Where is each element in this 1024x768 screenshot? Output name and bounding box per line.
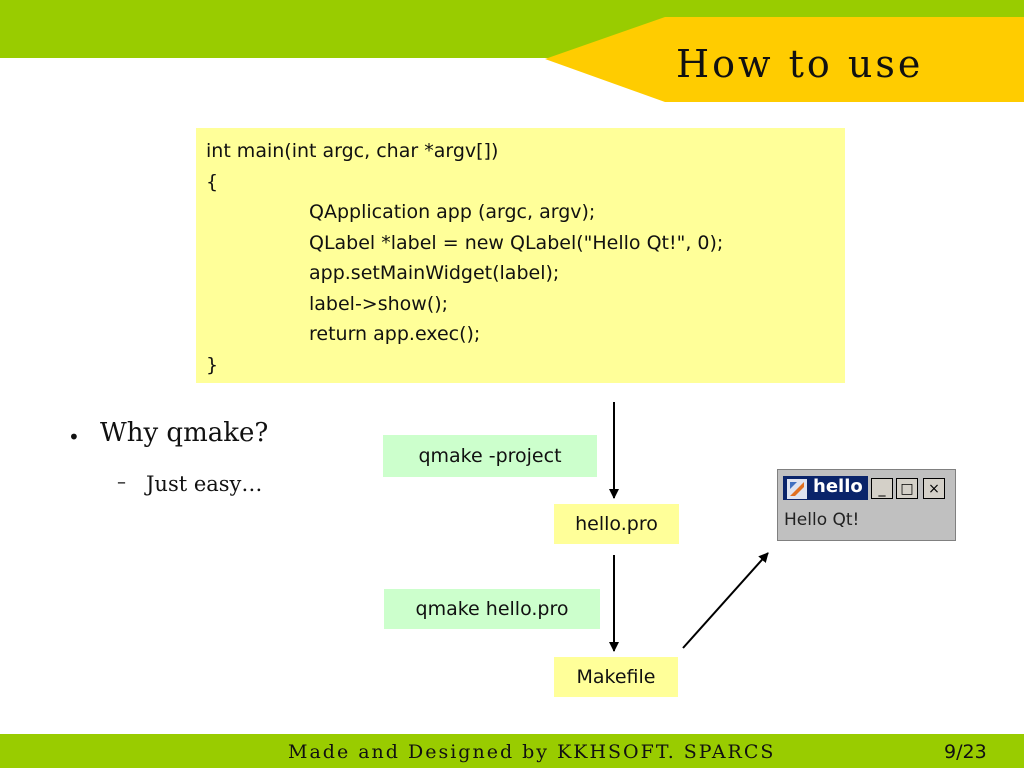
command-qmake-project: qmake -project xyxy=(383,435,597,477)
code-line: QApplication app (argc, argv); xyxy=(309,201,596,223)
code-line: QLabel *label = new QLabel("Hello Qt!", … xyxy=(309,231,724,254)
sub-bullet-icon: – xyxy=(117,472,126,493)
window-title: hello xyxy=(813,476,863,497)
file-hello-pro: hello.pro xyxy=(554,504,679,544)
hello-label: Hello Qt! xyxy=(784,510,860,530)
command-qmake-hello-pro: qmake hello.pro xyxy=(384,589,600,629)
bullet-icon: • xyxy=(68,425,80,449)
bullet-sub: Just easy… xyxy=(146,472,263,496)
code-line: return app.exec(); xyxy=(309,323,481,345)
footer-bar xyxy=(0,734,1024,768)
code-line: int main(int argc, char *argv[]) xyxy=(206,140,499,162)
minimize-button[interactable]: _ xyxy=(871,478,893,499)
file-makefile: Makefile xyxy=(554,657,678,697)
header-banner xyxy=(0,0,1024,102)
arrow-to-window xyxy=(682,552,769,649)
code-line: } xyxy=(206,353,219,376)
page-number: 9/23 xyxy=(944,741,987,763)
footer-credit: Made and Designed by KKHSOFT. SPARCS xyxy=(288,741,776,763)
hello-window: hello _ □ × Hello Qt! xyxy=(777,469,956,541)
code-block: int main(int argc, char *argv[]) { QAppl… xyxy=(196,128,845,383)
code-line: { xyxy=(206,170,219,193)
code-line: app.setMainWidget(label); xyxy=(309,262,560,284)
code-line: label->show(); xyxy=(309,292,449,315)
close-button[interactable]: × xyxy=(923,478,945,499)
slide-title: How to use xyxy=(676,42,924,86)
maximize-button[interactable]: □ xyxy=(896,478,918,499)
qt-app-icon xyxy=(787,479,807,499)
bullet-main: Why qmake? xyxy=(100,418,269,448)
